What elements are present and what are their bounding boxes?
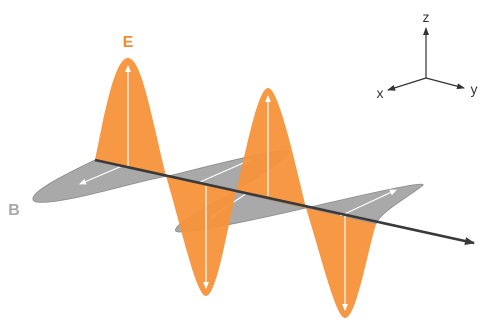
y-axis-label: y <box>471 81 478 97</box>
electric-field-arrows <box>125 65 348 311</box>
electric-lobe-2 <box>166 176 236 296</box>
coordinate-axes <box>387 27 465 91</box>
electric-lobe-1 <box>95 58 166 176</box>
x-axis <box>387 77 427 91</box>
electric-lobe-3 <box>236 88 306 208</box>
electric-lobe-4 <box>306 208 376 318</box>
x-axis-label: x <box>377 85 384 101</box>
z-axis-label: z <box>423 9 430 25</box>
propagation-axis <box>94 158 475 245</box>
label-magnetic-field: B <box>8 202 20 219</box>
electric-wave <box>95 58 376 318</box>
label-electric-field: E <box>123 34 134 51</box>
magnetic-lobe-1 <box>32 159 169 203</box>
y-axis <box>425 77 465 90</box>
